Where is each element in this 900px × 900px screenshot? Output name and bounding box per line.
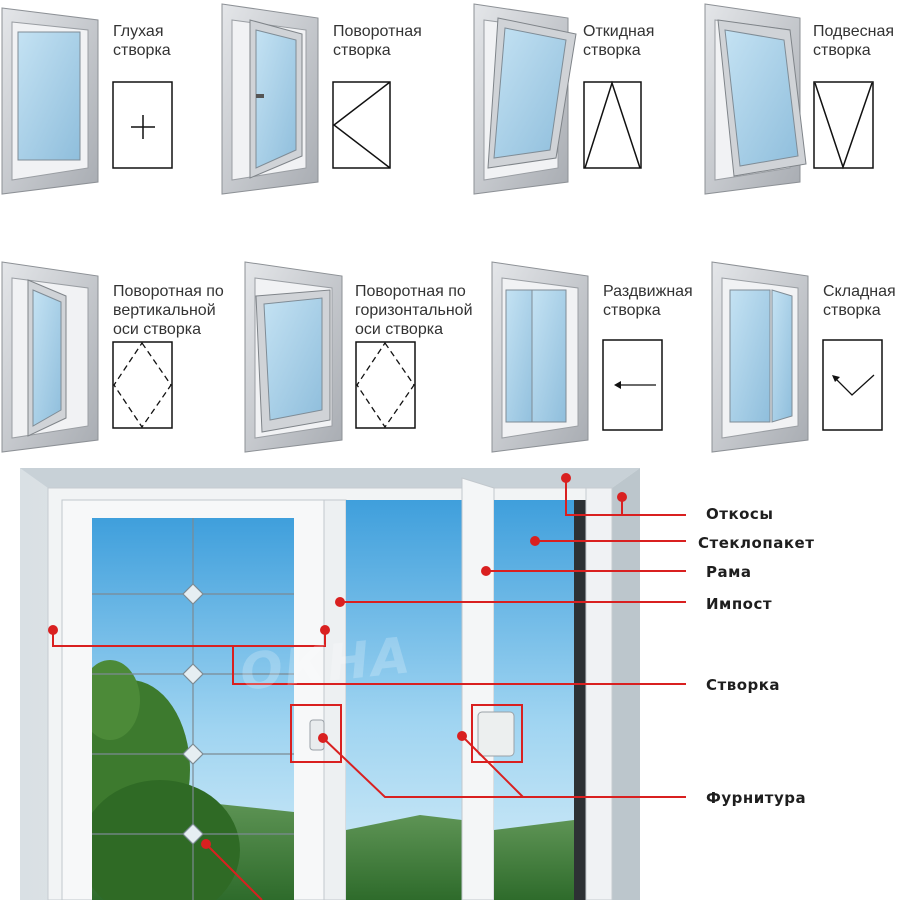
callout-otkosy: Откосы [706,505,774,523]
label-hung: Подвесная створка [813,23,894,59]
label-pivot-vertical: Поворотная по вертикальной оси створка [113,283,224,338]
callout-impost: Импост [706,595,773,613]
window-pivot-horizontal-illustration [244,261,343,453]
glass-edge [574,500,586,900]
label-pivot-horizontal: Поворотная по горизонтальной оси створка [355,283,473,338]
window-turn-illustration [221,3,319,195]
window-pivot-horizontal-schema [355,341,416,429]
window-fixed-illustration [1,7,99,195]
left-glass-unit [92,518,294,900]
window-hung-illustration [704,3,807,195]
label-turn: Поворотная створка [333,23,422,59]
label-fixed: Глухая створка [113,23,171,59]
callout-dots [48,473,627,849]
window-sliding-illustration [491,261,589,453]
callout-stvorka: Створка [706,676,781,694]
window-types-grid [1,3,883,453]
window-tilt-schema [583,80,642,169]
window-folding-schema [822,339,883,431]
window-turn-schema [332,81,391,169]
window-sliding-schema [602,339,663,431]
callout-steklopaket: Стеклопакет [698,534,815,552]
window-hung-schema [813,81,874,170]
label-folding: Складная створка [823,283,896,319]
label-sliding: Раздвижная створка [603,283,693,319]
callout-rama: Рама [706,563,752,581]
window-fixed-schema [112,81,173,169]
window-tilt-illustration [473,3,577,195]
window-pivot-vertical-schema [112,341,173,429]
right-handle [477,711,515,757]
impost [323,499,347,900]
window-folding-illustration [711,261,809,453]
callout-lines [52,478,686,900]
callout-furnitura: Фурнитура [706,789,807,807]
window-pivot-vertical-illustration [1,261,99,453]
right-glass-unit [494,500,574,900]
middle-glass-unit [346,500,462,900]
label-tilt: Откидная створка [583,23,655,59]
